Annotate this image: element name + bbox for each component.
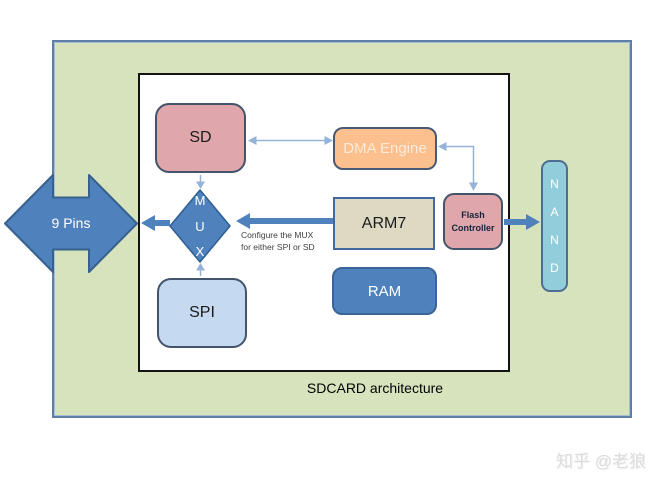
block-spi-label: SPI bbox=[189, 304, 215, 321]
mux-letter: U bbox=[195, 218, 205, 234]
block-arm7: ARM7 bbox=[333, 197, 435, 250]
block-nand-letter: N bbox=[550, 177, 559, 191]
block-mux-letters: M U X bbox=[170, 194, 230, 258]
mux-config-annotation: Configure the MUX for either SPI or SD bbox=[241, 229, 351, 254]
block-spi: SPI bbox=[157, 278, 247, 348]
annotation-line-2: for either SPI or SD bbox=[241, 242, 315, 253]
mux-letter: M bbox=[194, 193, 206, 208]
block-ram: RAM bbox=[332, 267, 437, 315]
block-nand-letter: D bbox=[550, 261, 559, 275]
block-arm7-label: ARM7 bbox=[361, 214, 407, 232]
block-dma-engine: DMA Engine bbox=[333, 127, 437, 170]
block-sd-label: SD bbox=[189, 129, 212, 146]
annotation-line-1: Configure the MUX bbox=[241, 230, 314, 240]
diagram-caption: SDCARD architecture bbox=[306, 380, 444, 396]
block-nand-letter: A bbox=[550, 205, 559, 219]
block-nand-letter: N bbox=[550, 233, 559, 247]
block-nand: N A N D bbox=[541, 160, 568, 292]
nine-pins-label: 9 Pins bbox=[51, 215, 91, 231]
block-flash-controller: Flash Controller bbox=[443, 193, 503, 250]
block-ram-label: RAM bbox=[367, 282, 402, 300]
block-flash-label: Flash Controller bbox=[451, 209, 495, 233]
block-dma-label: DMA Engine bbox=[343, 140, 427, 157]
watermark: 知乎 @老狼 bbox=[556, 452, 646, 471]
block-sd: SD bbox=[155, 103, 246, 173]
mux-letter: X bbox=[195, 244, 205, 259]
